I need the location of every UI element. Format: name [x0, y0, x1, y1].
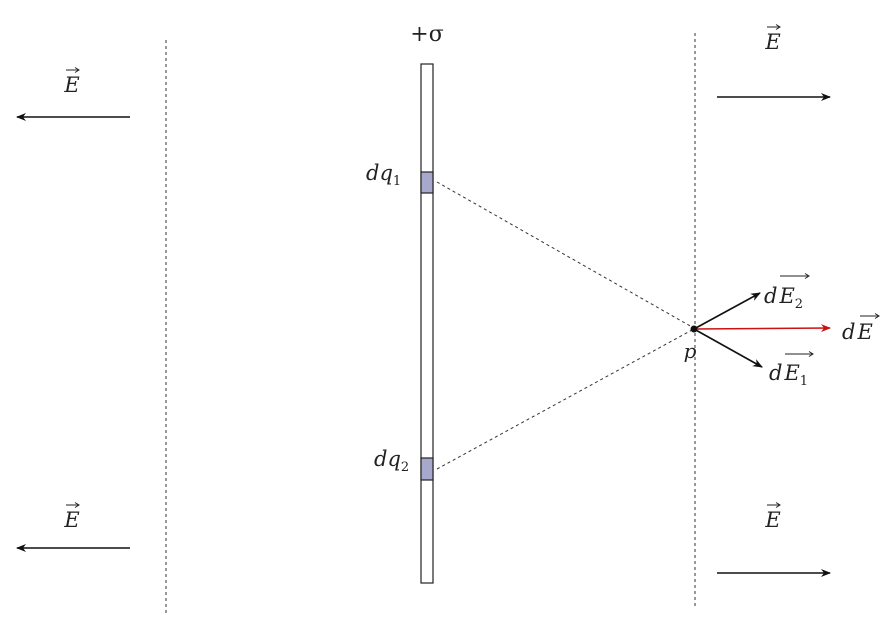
- charge-element-dq1: [420, 171, 434, 194]
- charge-element-dq2: [420, 457, 434, 481]
- dE2-label: dE2: [764, 273, 810, 312]
- dE2-arrow: [693, 292, 761, 330]
- field-label-right-bottom: E: [764, 502, 781, 532]
- point-p: [690, 325, 698, 333]
- net-dE-label: dE: [842, 313, 880, 344]
- field-label-left-top: E: [63, 67, 80, 97]
- dE1-arrow: [693, 328, 763, 368]
- svg-text:E: E: [63, 73, 79, 97]
- field-label-left-bottom: E: [63, 502, 80, 532]
- net-dE-arrow: [693, 324, 831, 333]
- svg-text:E: E: [63, 508, 79, 532]
- dq2-label: dq2: [374, 447, 409, 475]
- charged-sheet: [420, 63, 434, 584]
- svg-text:E: E: [764, 30, 780, 54]
- charge-density-label: +σ: [410, 22, 443, 47]
- svg-text:dE1: dE1: [769, 361, 808, 389]
- svg-text:E: E: [764, 508, 780, 532]
- field-label-right-top: E: [764, 24, 781, 54]
- svg-text:dE2: dE2: [764, 284, 803, 312]
- guide-line-dq2: [436, 329, 693, 470]
- dq1-label: dq1: [366, 161, 401, 189]
- point-p-label: p: [684, 339, 697, 363]
- guide-line-dq1: [436, 181, 693, 328]
- svg-text:dE: dE: [842, 320, 873, 344]
- dE1-label: dE1: [769, 351, 814, 389]
